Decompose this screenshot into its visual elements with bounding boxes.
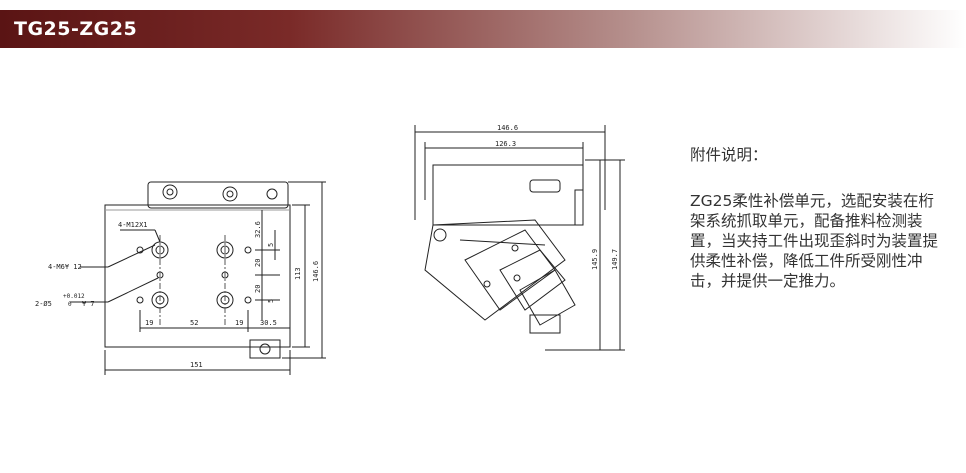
front-dim-20b: 20 (254, 285, 262, 293)
accessory-notes: 附件说明： ZG25柔性补偿单元，选配安装在桁架系统抓取单元，配备推料检测装置，… (690, 145, 940, 291)
callout-pin-depth: ¥ 7 (82, 300, 95, 308)
front-dim-32-6: 32.6 (254, 221, 262, 238)
side-dim-126-3: 126.3 (495, 140, 516, 148)
callout-tap: 4-M12X1 (118, 221, 148, 229)
front-dim-113: 113 (294, 267, 302, 280)
page-title: TG25-ZG25 (14, 18, 138, 40)
front-dim-151: 151 (190, 361, 203, 369)
front-dim-52: 52 (190, 319, 198, 327)
callout-pin-tol-upper: +0.012 (63, 293, 85, 300)
side-dim-149-7: 149.7 (611, 249, 619, 270)
callout-thread: 4-M6¥ 12 (48, 263, 82, 271)
front-dim-146-6: 146.6 (312, 261, 320, 282)
header-banner: TG25-ZG25 (0, 10, 966, 48)
callout-pin: 2-Ø5 (35, 300, 52, 308)
side-dim-146-6: 146.6 (497, 124, 518, 132)
front-dim-20a: 20 (254, 259, 262, 267)
front-dim-19a: 19 (145, 319, 153, 327)
callout-pin-tol-lower: 0 (68, 301, 72, 308)
side-view-drawing: 146.6 126.3 145.9 149.7 (414, 124, 625, 351)
notes-heading: 附件说明： (690, 146, 768, 164)
front-dim-30-5: 30.5 (260, 319, 277, 327)
side-dim-145-9: 145.9 (591, 249, 599, 270)
notes-body: ZG25柔性补偿单元，选配安装在桁架系统抓取单元，配备推料检测装置，当夹持工件出… (690, 192, 939, 290)
front-dim-5a: 5 (267, 243, 275, 247)
front-dim-5b: 5 (267, 299, 275, 303)
front-view-drawing: 151 19 52 19 30.5 113 146.6 32.6 5 20 20… (35, 181, 326, 375)
front-dim-19b: 19 (235, 319, 243, 327)
